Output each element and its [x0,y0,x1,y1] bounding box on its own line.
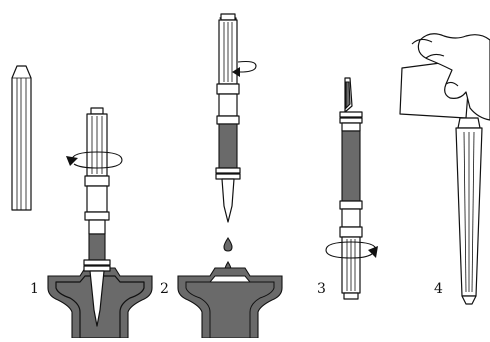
step-number-2: 2 [160,281,169,297]
step-1-figure [48,108,152,338]
pen-cap [12,66,31,210]
step-number-4: 4 [434,281,443,297]
ink-drop [224,238,232,251]
step-4-figure [400,34,490,304]
step-number-1: 1 [30,281,39,297]
step-number-3: 3 [317,281,326,297]
step-3-figure [326,78,378,299]
step-2-figure [178,14,282,338]
ink-bottle-2 [178,268,282,338]
